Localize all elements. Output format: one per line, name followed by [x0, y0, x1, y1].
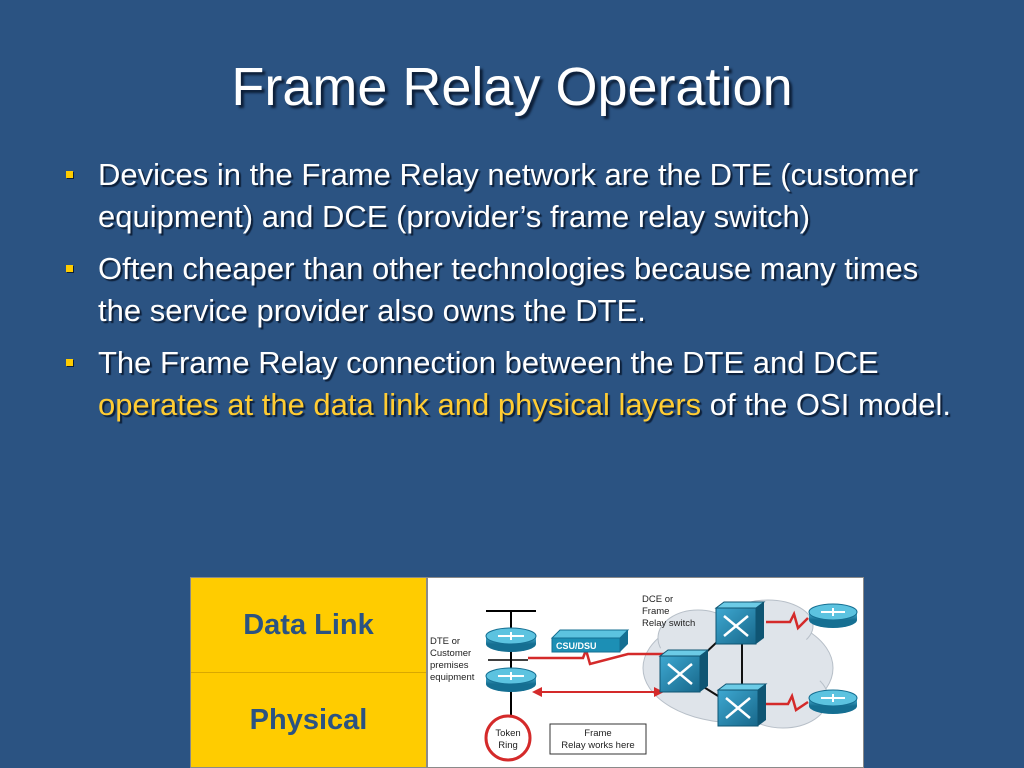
bullet-marker-icon — [66, 359, 73, 366]
bullet-marker-icon — [66, 171, 73, 178]
bullet-text-end: of the OSI model. — [701, 387, 951, 422]
bullet-item: Devices in the Frame Relay network are t… — [58, 154, 958, 238]
bullet-item: Often cheaper than other technologies be… — [58, 248, 958, 332]
osi-layer-table: Data Link Physical — [190, 577, 427, 768]
dte-router-icon — [485, 627, 537, 652]
dce-label: DCE or Frame Relay switch — [642, 594, 695, 629]
frame-relay-label-line1: Frame — [584, 728, 611, 739]
bullet-text: Often cheaper than other technologies be… — [98, 251, 919, 328]
csu-dsu-icon: CSU/DSU — [550, 629, 630, 653]
dte-label: DTE or Customer premises equipment — [430, 636, 475, 683]
network-diagram-svg: CSU/DSU Token Ring DTE — [430, 594, 858, 762]
frame-relay-switch-icon — [716, 683, 768, 727]
dte-label-line3: premises — [430, 660, 469, 671]
dte-router-icon — [485, 667, 537, 692]
dte-label-line2: Customer — [430, 648, 471, 659]
bullet-marker-icon — [66, 265, 73, 272]
osi-layer-data-link: Data Link — [191, 578, 426, 673]
token-ring-icon: Token Ring — [484, 714, 532, 762]
frame-relay-switch-icon — [714, 601, 766, 645]
dce-label-line2: Frame — [642, 606, 669, 617]
bullet-list: Devices in the Frame Relay network are t… — [58, 154, 958, 436]
bullet-highlight: operates at the data link and physical l… — [98, 387, 702, 422]
frame-relay-switch-icon — [658, 649, 710, 693]
csu-dsu-label: CSU/DSU — [556, 641, 597, 651]
osi-layer-physical: Physical — [249, 704, 368, 736]
dce-label-line1: DCE or — [642, 594, 673, 605]
frame-relay-works-here-box: Frame Relay works here — [549, 723, 647, 755]
dte-label-line4: equipment — [430, 672, 475, 683]
dte-label-line1: DTE or — [430, 636, 460, 647]
frame-relay-diagram: CSU/DSU Token Ring DTE — [427, 577, 864, 768]
remote-router-icon — [808, 689, 858, 714]
serial-links — [528, 610, 809, 712]
token-ring-label-line2: Ring — [498, 740, 518, 751]
frame-relay-label-line2: Relay works here — [561, 740, 634, 751]
dce-label-line3: Relay switch — [642, 618, 695, 629]
remote-router-icon — [808, 603, 858, 628]
frame-relay-span-arrow — [532, 687, 664, 697]
token-ring-label-line1: Token — [495, 728, 520, 739]
slide-title: Frame Relay Operation — [231, 57, 793, 117]
bullet-text: The Frame Relay connection between the D… — [98, 345, 951, 422]
bullet-text: Devices in the Frame Relay network are t… — [98, 157, 919, 234]
bullet-text-start: The Frame Relay connection between the D… — [98, 345, 879, 380]
bullet-item: The Frame Relay connection between the D… — [58, 342, 958, 426]
